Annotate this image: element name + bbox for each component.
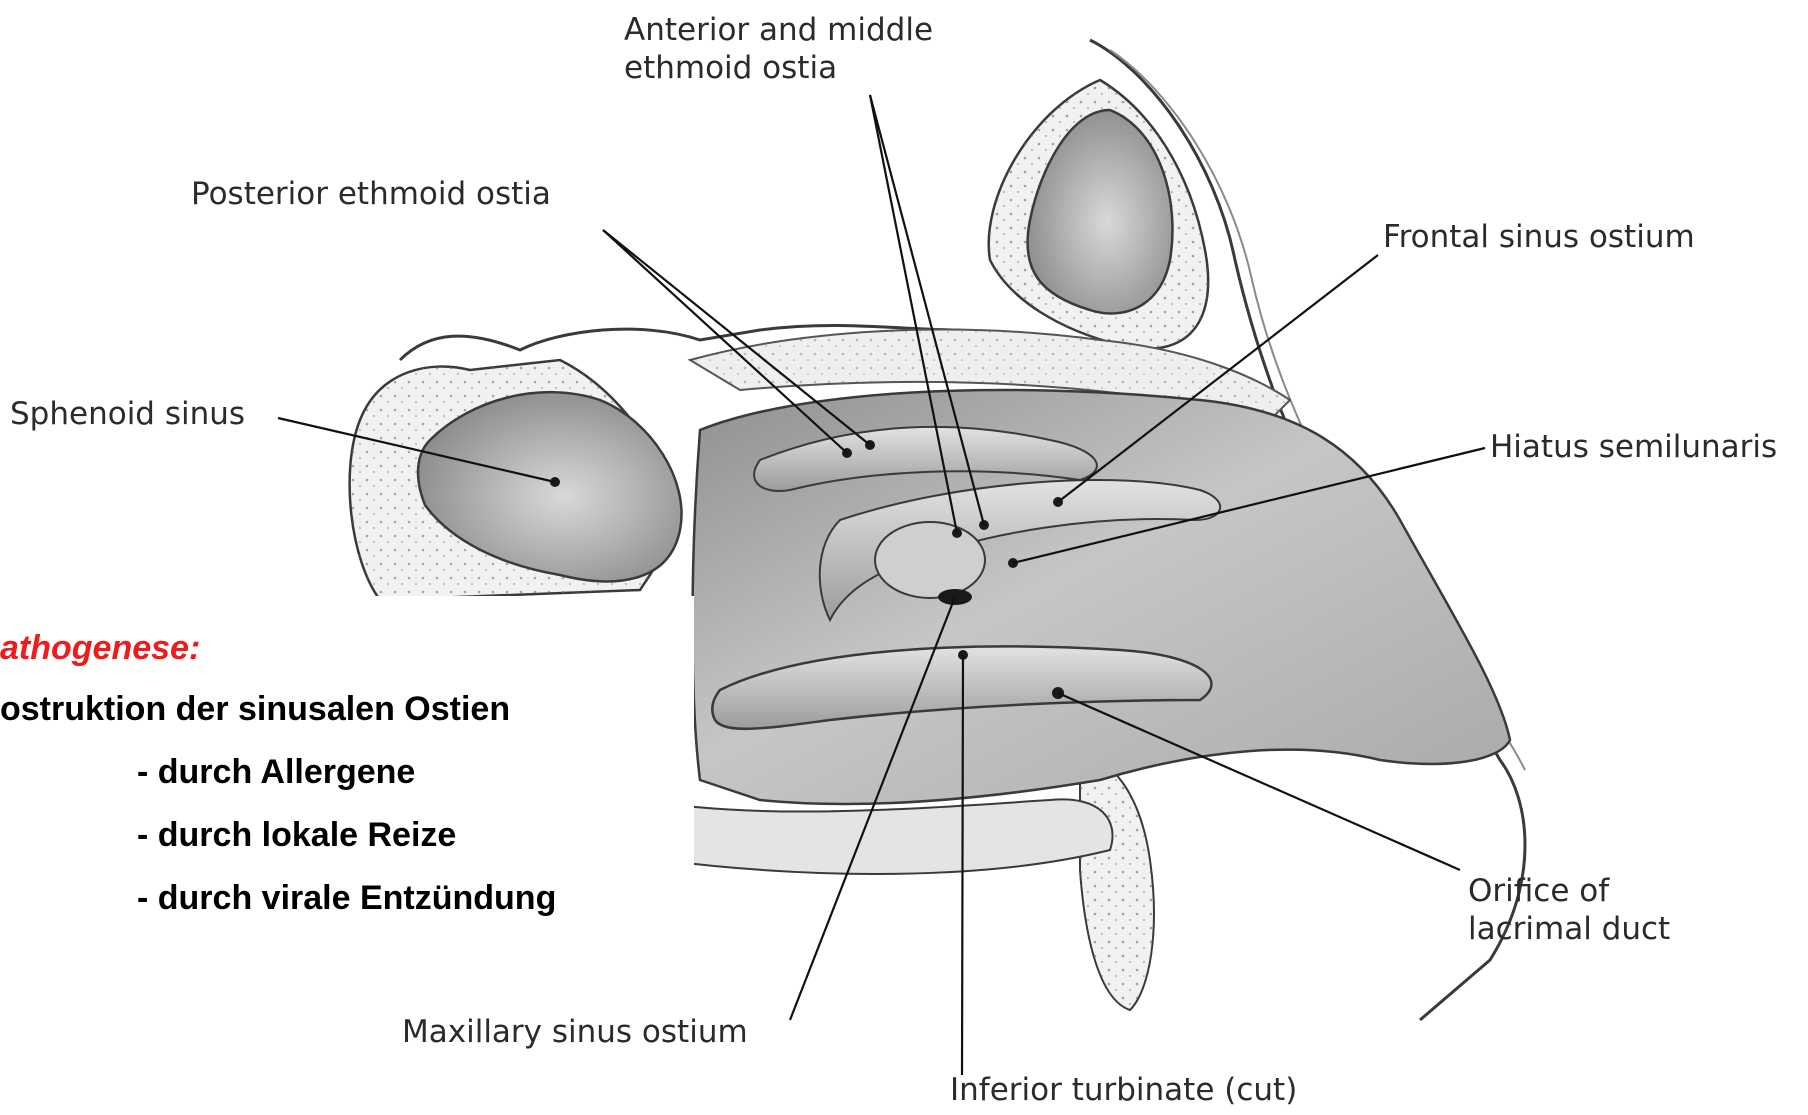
overlay-heading: athogenese: xyxy=(0,628,200,668)
pathogenesis-overlay: athogenese: ostruktion der sinusalen Ost… xyxy=(0,596,694,982)
overlay-item-lokale-reize: - durch lokale Reize xyxy=(137,815,456,855)
label-hiatus-semilunaris: Hiatus semilunaris xyxy=(1490,428,1777,466)
label-anterior-middle-ethmoid-ostia: Anterior and middle ethmoid ostia xyxy=(624,11,933,87)
ethmoid-bulla xyxy=(875,522,985,598)
label-sphenoid-sinus: Sphenoid sinus xyxy=(10,395,245,433)
label-frontal-sinus-ostium: Frontal sinus ostium xyxy=(1383,218,1695,256)
overlay-line-obstruction: ostruktion der sinusalen Ostien xyxy=(0,689,510,729)
label-posterior-ethmoid-ostia: Posterior ethmoid ostia xyxy=(191,175,551,213)
label-orifice-lacrimal-duct: Orifice of lacrimal duct xyxy=(1468,872,1670,948)
label-inferior-turbinate: Inferior turbinate (cut) xyxy=(950,1071,1297,1109)
overlay-item-allergene: - durch Allergene xyxy=(137,752,415,792)
nasal-floor xyxy=(640,799,1113,874)
overlay-item-virale-entzuendung: - durch virale Entzündung xyxy=(137,878,556,918)
label-maxillary-sinus-ostium: Maxillary sinus ostium xyxy=(402,1013,748,1051)
